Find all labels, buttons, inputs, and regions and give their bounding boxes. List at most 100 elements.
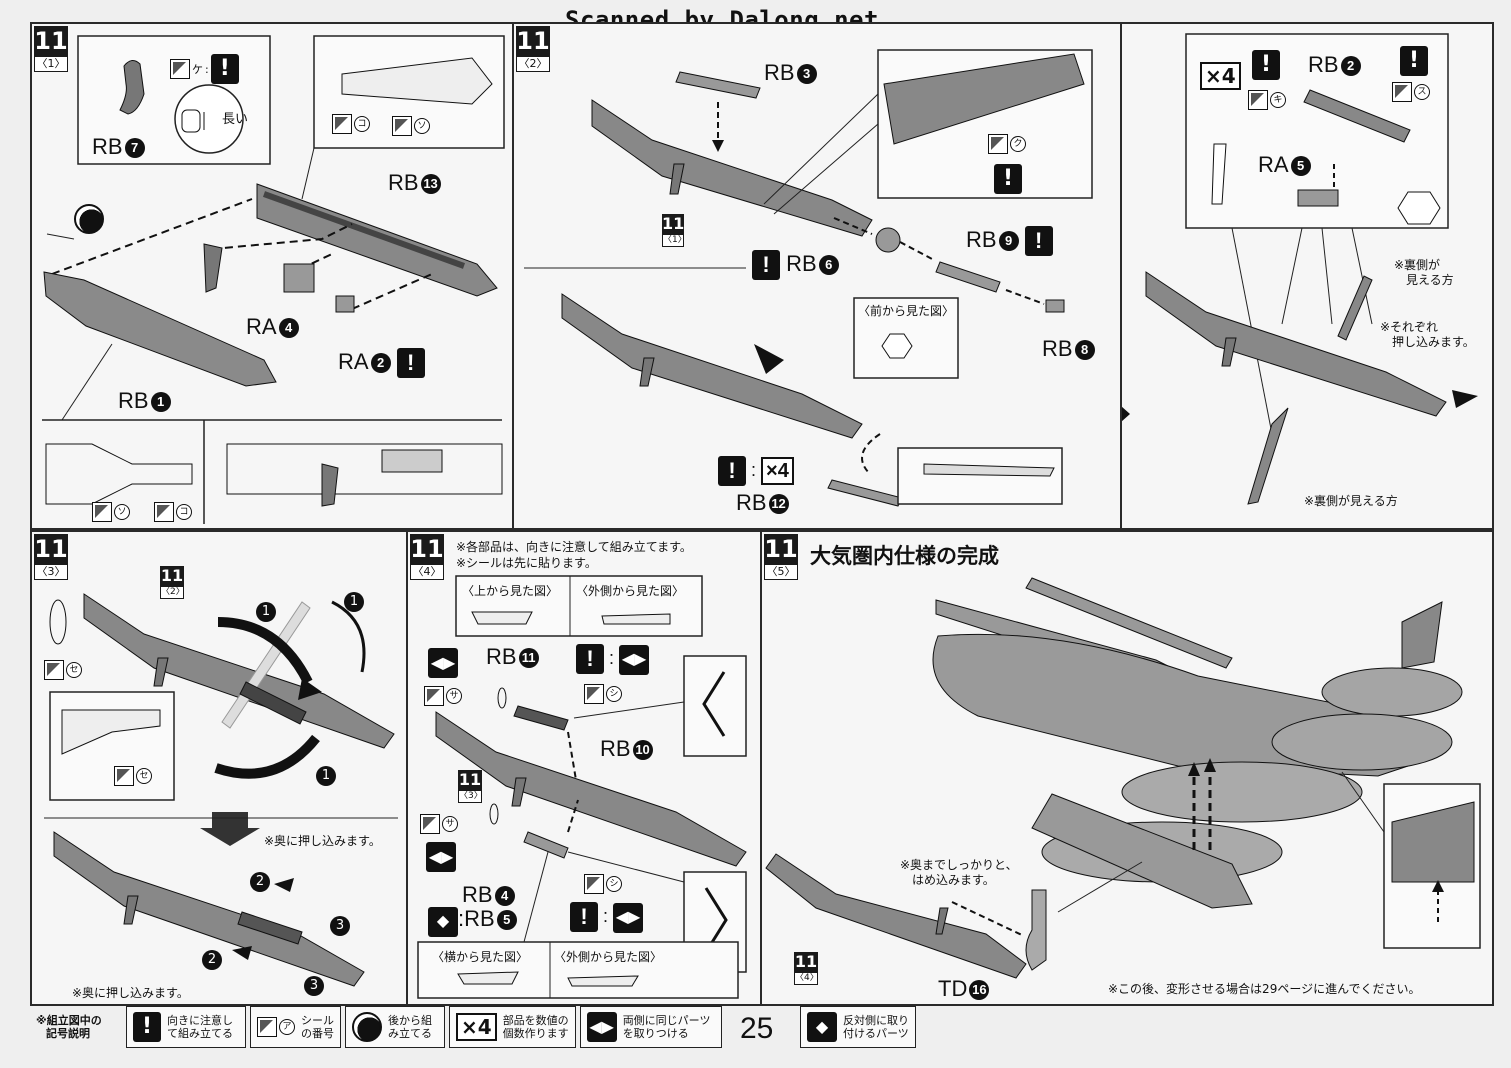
step-sub: 〈2〉 — [516, 56, 550, 72]
completion-title: 大気圏内仕様の完成 — [810, 544, 999, 568]
panel-11-3: 11 〈3〉 11 〈2〉 セ セ 1 1 1 ※奥に押し込みます。 2 — [30, 530, 408, 1006]
both-sides-icon: ◀▶ — [619, 644, 650, 675]
page-number: 25 — [740, 1012, 774, 1045]
sticker-ko-bottom: コ — [154, 502, 192, 522]
sticker-se-inset: セ — [114, 766, 152, 786]
sticker-se: セ — [44, 660, 82, 680]
caution-icon: ! — [1400, 46, 1428, 76]
rifle-assembly-illustration — [42, 35, 505, 524]
legend-heading: ※組立図中の記号説明 — [36, 1014, 102, 1040]
note-fit-firmly: ※奥までしっかりと、 はめ込みます。 — [900, 858, 1018, 887]
nagai-label: 長い — [222, 112, 249, 127]
caution-icon: ! — [210, 54, 239, 84]
step-badge: 11 〈3〉 — [34, 534, 68, 580]
count-x4-icon: ×4 — [761, 457, 794, 485]
note-push-in-bottom: ※奥に押し込みます。 — [72, 986, 189, 1000]
step-sub: 〈1〉 — [34, 56, 68, 72]
step-number: 11 — [516, 26, 550, 56]
caution-icon: ! — [1024, 226, 1053, 256]
legend-opposite-side: ◆ 反対側に取り付けるパーツ — [800, 1006, 916, 1048]
step-marker-1: 1 — [344, 592, 364, 612]
step-number: 11 — [34, 534, 68, 564]
caution-icon: ! — [1252, 50, 1280, 80]
caution-icon: ! — [570, 902, 598, 932]
ref-step-badge: 11 〈4〉 — [794, 952, 819, 985]
both-sides-icon: ◀▶ — [426, 842, 456, 872]
sticker-shi: シ — [584, 874, 622, 894]
ref-step-badge: 11 〈1〉 — [662, 214, 687, 247]
caution-both-sides: ! : ◀▶ — [576, 644, 650, 675]
panel-11-1: 11 〈1〉 — [30, 22, 514, 530]
note-push-each: ※それぞれ 押し込みます。 — [1380, 320, 1475, 349]
legend-both-sides: ◀▶ 両側に同じパーツを取りつける — [579, 1006, 722, 1048]
step-badge: 11 〈4〉 — [410, 534, 444, 580]
step-marker-1: 1 — [256, 602, 276, 622]
step-badge: 11 〈5〉 — [764, 534, 798, 580]
ref-step-badge: 11 〈2〉 — [160, 566, 185, 599]
side-view-label: 〈横から見た図〉 — [432, 948, 529, 965]
front-view-label: 〈前から見た図〉 — [858, 302, 955, 319]
step-number: 11 — [34, 26, 68, 56]
legend-caution: ! 向きに注意して組み立てる — [126, 1006, 246, 1048]
step-marker-2: 2 — [250, 872, 270, 892]
outside-view-label: 〈外側から見た図〉 — [576, 582, 685, 599]
ref-step-badge: 11 〈3〉 — [458, 770, 483, 803]
sticker-ke: ケ: ! — [170, 54, 239, 84]
sticker-sa: サ — [424, 686, 462, 706]
barrel-assembly-illustration — [524, 49, 1093, 507]
back-assembly-icon — [74, 204, 104, 234]
note-orientation: ※各部品は、向きに注意して組み立てます。 — [456, 540, 692, 554]
note-back-visible-bottom: ※裏側が見える方 — [1304, 494, 1398, 508]
panel-11-2: 11 〈2〉 ク ! — [512, 22, 1122, 530]
top-view-label: 〈上から見た図〉 — [462, 582, 559, 599]
note-sticker-first: ※シールは先に貼ります。 — [456, 556, 597, 570]
atmospheric-completed-illustration — [765, 577, 1481, 979]
caution-icon: ! — [133, 1012, 161, 1042]
caution-both-sides: ! : ◀▶ — [570, 902, 644, 933]
both-sides-icon: ◀▶ — [428, 648, 458, 678]
outside-view-label: 〈外側から見た図〉 — [554, 948, 663, 965]
caution-icon: ! — [396, 348, 425, 378]
count-x4-icon: ×4 — [456, 1013, 497, 1041]
sticker-so-bottom: ソ — [92, 502, 130, 522]
step-number: 11 — [764, 534, 798, 564]
caution-icon: ! — [576, 644, 604, 674]
legend-count: ×4 部品を数値の個数作ります — [449, 1006, 576, 1048]
opposite-side-icon: ◆ — [807, 1012, 837, 1042]
panel-11-4: 11 〈4〉 ※各部品は、向きに注意して組み立てます。 ※シールは先に貼ります。… — [406, 530, 762, 1006]
both-sides-icon: ◀▶ — [613, 902, 644, 933]
sticker-su: ス — [1392, 82, 1430, 102]
note-transform-page: ※この後、変形させる場合は29ページに進んでください。 — [1108, 982, 1421, 996]
caution-icon: ! — [718, 456, 746, 486]
note-back-visible: ※裏側が 見える方 — [1394, 258, 1454, 287]
step-sub: 〈3〉 — [34, 564, 68, 580]
symbol-legend-right: ◆ 反対側に取り付けるパーツ — [800, 1006, 920, 1048]
legend-sticker: ア シールの番号 — [250, 1006, 341, 1048]
panel-11-5: 11 〈5〉 大気圏内仕様の完成 ※奥までしっ — [760, 530, 1494, 1006]
count-x4-icon: ×4 — [1200, 62, 1241, 90]
step-badge: 11 〈1〉 — [34, 26, 68, 72]
step-marker-3: 3 — [304, 976, 324, 996]
step-marker-1: 1 — [316, 766, 336, 786]
stock-fold-illustration — [44, 593, 398, 987]
back-assembly-icon — [352, 1012, 382, 1042]
legend-back-assembly: 後から組み立てる — [345, 1006, 445, 1048]
sticker-sa: サ — [420, 814, 458, 834]
